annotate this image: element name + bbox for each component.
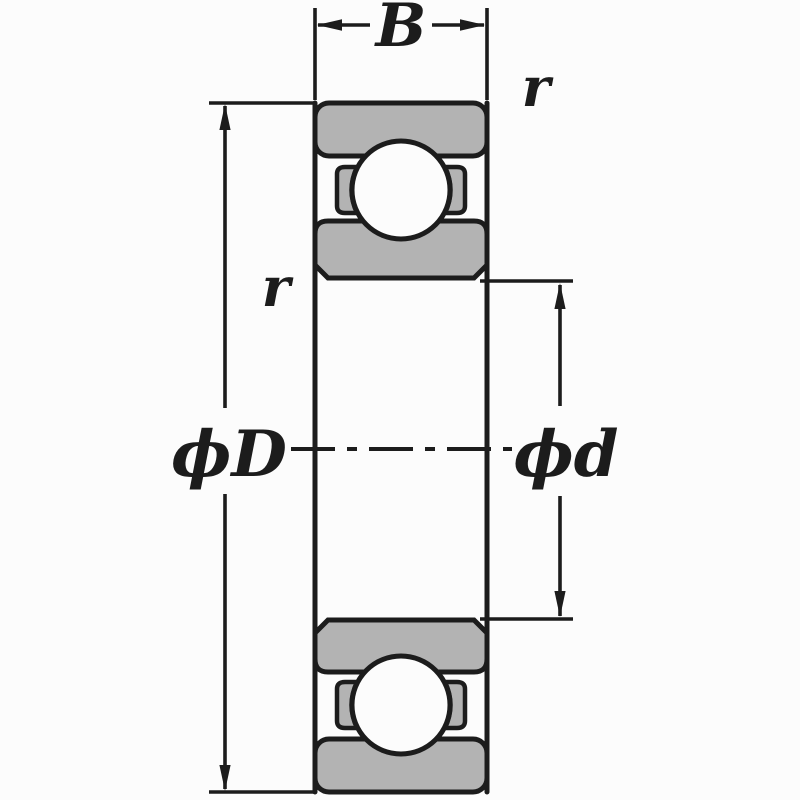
ball-bottom bbox=[349, 653, 453, 757]
arrow-up-icon bbox=[219, 104, 231, 130]
bearing-section-top bbox=[312, 100, 490, 281]
dimension-bore-diameter: ϕd bbox=[480, 279, 619, 621]
bore-diameter-label: ϕd bbox=[514, 417, 619, 492]
arrow-down-icon bbox=[554, 591, 566, 617]
outer-diameter-label: ϕD bbox=[171, 417, 287, 492]
ball-top bbox=[349, 138, 453, 242]
corner-radius-label-side: r bbox=[262, 255, 294, 319]
arrow-up-icon bbox=[554, 283, 566, 309]
dimension-outer-diameter: ϕD bbox=[171, 101, 316, 794]
width-label: B bbox=[374, 0, 427, 61]
inner-ring-top bbox=[312, 218, 490, 281]
arrow-down-icon bbox=[219, 765, 231, 791]
dimension-width-b: B bbox=[313, 0, 489, 100]
arrow-left-icon bbox=[317, 19, 342, 31]
corner-radius-label-top: r bbox=[522, 55, 554, 119]
arrow-right-icon bbox=[460, 19, 485, 31]
inner-ring-bottom bbox=[312, 617, 490, 675]
bearing-section-bottom bbox=[312, 617, 490, 795]
